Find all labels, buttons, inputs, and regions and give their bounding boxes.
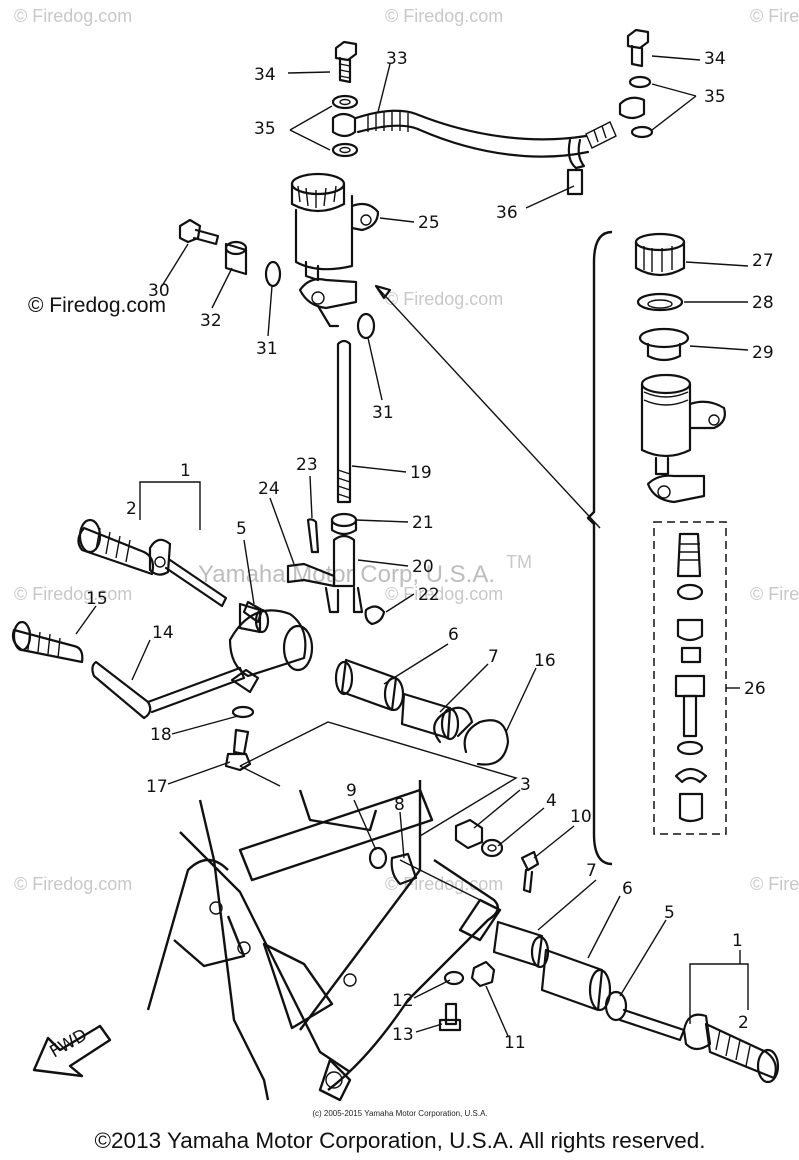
callout-23: 23 (296, 455, 318, 475)
brake-hose-assembly (331, 28, 654, 196)
callout-labels: 34 33 35 34 35 36 25 30 32 31 31 19 21 2… (86, 49, 774, 1053)
watermark-text: © Firedog.com (14, 584, 132, 604)
callout-26: 26 (744, 679, 766, 699)
master-cylinder (290, 172, 380, 328)
watermark-layer: © Firedog.com © Firedog.com © Firedog.co… (14, 6, 799, 894)
watermark-text-dark: © Firedog.com (28, 294, 166, 317)
watermark-text: © Firedog.com (14, 6, 132, 26)
push-rod (324, 339, 364, 614)
watermark-text: © Firedog.com (14, 874, 132, 894)
callout-28: 28 (752, 293, 774, 313)
trademark-watermark: Yamaha Motor Corp, U.S.A. (198, 561, 495, 588)
watermark-text: © Firedog.com (750, 874, 799, 894)
callout-4: 4 (546, 791, 557, 811)
callout-24: 24 (258, 479, 280, 499)
watermark-text: © Firedog.com (385, 584, 503, 604)
watermark-text: © Firedog.com (385, 289, 503, 309)
callout-7-lower: 7 (586, 861, 597, 881)
small-credit: (c) 2005-2015 Yamaha Motor Corporation, … (312, 1109, 487, 1118)
callout-11: 11 (504, 1033, 526, 1053)
callout-14: 14 (152, 623, 174, 643)
callout-29: 29 (752, 343, 774, 363)
watermark-text: © Firedog.com (385, 6, 503, 26)
adjust-bolt (224, 705, 255, 772)
callout-6-lower: 6 (622, 879, 633, 899)
callout-34-left: 34 (254, 65, 276, 85)
callout-17: 17 (146, 777, 168, 797)
callout-5-lower: 5 (664, 903, 675, 923)
callout-25: 25 (418, 213, 440, 233)
callout-19: 19 (410, 463, 432, 483)
callout-31-left: 31 (256, 339, 278, 359)
callout-2-upper: 2 (126, 499, 137, 519)
callout-6-upper: 6 (448, 625, 459, 645)
callout-34-right: 34 (704, 49, 726, 69)
kit-arrowhead (374, 284, 392, 300)
copyright-notice: ©2013 Yamaha Motor Corporation, U.S.A. A… (94, 1128, 705, 1153)
callout-30: 30 (148, 281, 170, 301)
callout-18: 18 (150, 725, 172, 745)
footrest-lower (492, 920, 780, 1084)
callout-3: 3 (520, 775, 531, 795)
tm-mark: TM (506, 552, 532, 572)
callout-33: 33 (386, 49, 408, 69)
callout-7-upper: 7 (488, 647, 499, 667)
callout-10: 10 (570, 807, 592, 827)
callout-36: 36 (496, 203, 518, 223)
callout-2-lower: 2 (738, 1013, 749, 1033)
callout-9: 9 (346, 781, 357, 801)
callout-35-right: 35 (704, 87, 726, 107)
kit-arrow (375, 285, 601, 529)
callout-15: 15 (86, 589, 108, 609)
callout-16: 16 (534, 651, 556, 671)
callout-31-right: 31 (372, 403, 394, 423)
watermark-text: © Firedog.com (750, 6, 799, 26)
frame-outline (146, 721, 518, 1102)
master-cylinder-kit (586, 230, 727, 866)
footrest-upper (77, 518, 228, 608)
callout-12: 12 (392, 991, 414, 1011)
callout-8: 8 (394, 795, 405, 815)
callout-27: 27 (752, 251, 774, 271)
callout-13: 13 (392, 1025, 414, 1045)
callout-21: 21 (412, 513, 434, 533)
callout-35-left: 35 (254, 119, 276, 139)
lower-hardware (368, 818, 540, 1032)
pivot-bolt-collar (178, 218, 376, 340)
callout-5-upper: 5 (236, 519, 247, 539)
callout-1-upper: 1 (180, 461, 191, 481)
callout-20: 20 (412, 557, 434, 577)
pin-and-bolt (286, 518, 386, 626)
callout-22: 22 (418, 585, 440, 605)
callout-32: 32 (200, 311, 222, 331)
callout-1-lower: 1 (732, 931, 743, 951)
pivot-bushings (238, 602, 510, 766)
watermark-text: © Firedog.com (750, 584, 799, 604)
fwd-arrow-icon: FWD (32, 1024, 112, 1078)
leader-lines (75, 55, 749, 1037)
